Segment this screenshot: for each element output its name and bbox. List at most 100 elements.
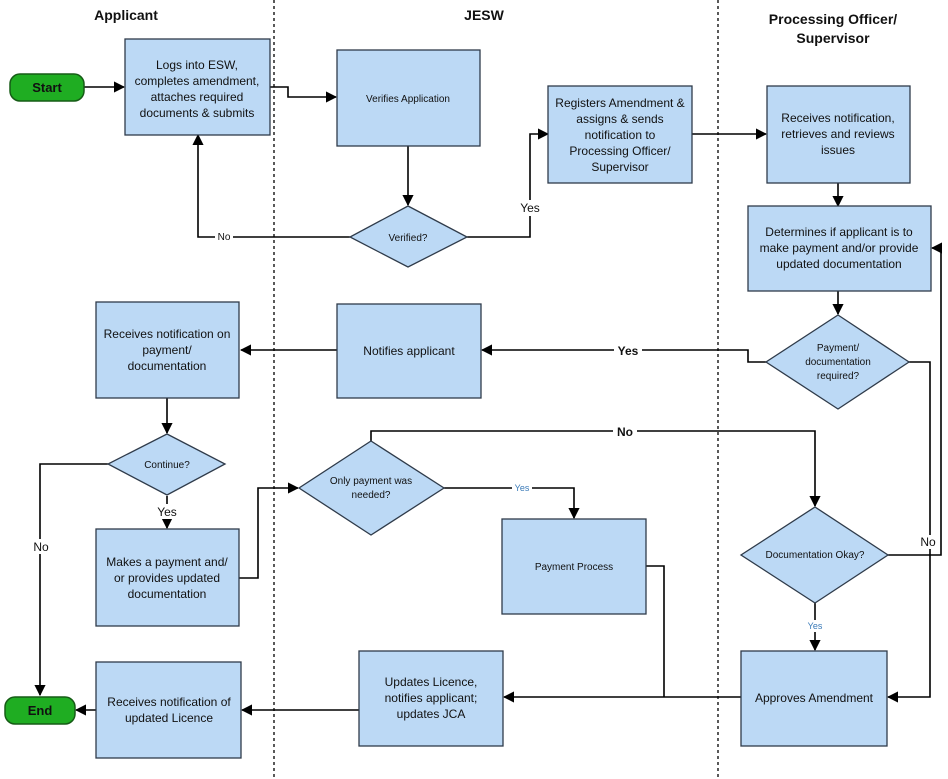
process-registers-amendment-label-line: Supervisor [591,160,648,174]
edge-label-payment-required-yes: Yes [618,344,639,358]
edge-label-bg [154,504,180,519]
process-registers-amendment-label-line: notification to [585,128,656,142]
process-logs-into-esw [124,38,271,136]
start-terminal-label: Start [32,80,62,95]
edge-label-continue-no: No [33,540,49,554]
edge-label-documentation-yes: Yes [808,621,823,631]
process-updates-licence-label-line: updates JCA [397,707,466,721]
edge-label-documentation-no: No [920,535,936,549]
process-logs-into-esw-label-line: completes amendment, [135,74,260,88]
edge-label-bg [805,620,825,632]
decision-continue-label: Continue? [144,460,190,471]
edge-label-verified-yes: Yes [520,201,540,215]
process-makes-payment-label-line: documentation [128,587,207,601]
edge-label-bg [512,482,532,494]
process-determines-payment-label: Determines if applicant is to make paymen… [760,225,919,271]
edge-onlypay-yes-to-paymentprocess [444,487,580,520]
decision-verified-label: Verified? [389,233,428,244]
process-receives-notification-reviews [766,85,911,184]
decision-payment-required-label-line: Payment/ [817,343,859,354]
process-registers-amendment [547,85,693,184]
process-updates-licence-label-line: Updates Licence, [385,675,478,689]
process-receives-notification-reviews-label-line: retrieves and reviews [781,127,894,141]
edge-verified-yes-to-registers [467,128,550,238]
edge-onlypay-no-to-docokay [370,430,821,508]
decision-verified [348,205,469,268]
process-verifies-application-label: Verifies Application [366,94,450,105]
process-receives-notification-payment [95,301,240,399]
edge-label-bg [614,343,642,358]
process-makes-payment-label-line: Makes a payment and/ [106,555,228,569]
decision-payment-required-label: Payment/documentation required? [805,343,871,382]
process-logs-into-esw-label-line: Logs into ESW, [156,58,238,72]
process-determines-payment-label-line: updated documentation [776,257,901,271]
decision-documentation-okay-label-line: Documentation Okay? [766,550,865,561]
process-determines-payment-label-line: make payment and/or provide [760,241,919,255]
edge-makes-to-onlypay [239,482,300,579]
process-receives-notification-licence-label-line: Receives notification of [107,695,231,709]
process-updates-licence-label-line: notifies applicant; [385,691,478,705]
decision-continue-label-line: Continue? [144,460,190,471]
process-logs-into-esw-label-line: documents & submits [140,106,255,120]
process-receives-notification-licence [95,661,242,759]
process-payment-process [501,518,647,615]
process-makes-payment [95,528,240,627]
process-determines-payment-label-line: Determines if applicant is to [765,225,913,239]
process-updates-licence [358,650,504,747]
process-receives-notification-payment-label-line: Receives notification on [104,327,231,341]
process-registers-amendment-label-line: assigns & sends [576,112,663,126]
process-registers-amendment-label: Registers Amendment & assigns & sends noti… [555,96,684,174]
start-terminal [9,73,85,102]
edge-paymentprocess-to-updates [646,565,665,697]
end-terminal-label: End [28,703,53,718]
decision-only-payment-label-line: Only payment was [330,476,412,487]
edge-label-bg [516,200,544,216]
decision-payment-required-label-line: documentation [805,357,871,368]
process-receives-notification-licence-label: Receives notification of updated Licence [107,695,231,725]
process-verifies-application-label-line: Verifies Application [366,94,450,105]
process-receives-notification-licence-label-line: updated Licence [125,711,213,725]
decision-documentation-okay [739,506,890,604]
decision-documentation-okay-label: Documentation Okay? [766,550,865,561]
process-payment-process-label-line: Payment Process [535,562,613,573]
process-notifies-applicant [336,303,482,399]
edge-label-bg [613,424,637,438]
process-makes-payment-label: Makes a payment and/or provides updated d… [106,555,228,601]
edge-label-only-payment-no: No [617,425,633,439]
decision-payment-required-label-line: required? [817,371,860,382]
edge-payreq-no-to-approves [886,361,931,703]
decision-verified-label-line: Verified? [389,233,428,244]
decision-only-payment-label: Only payment was needed? [330,476,412,501]
decision-payment-required [764,314,911,410]
process-payment-process-label: Payment Process [535,562,613,573]
edge-verified-no-to-logs [192,133,350,238]
edge-label-bg [30,539,52,554]
process-makes-payment-label-line: or provides updated [114,571,220,585]
edge-label-bg [917,535,939,549]
decision-continue [106,433,227,496]
process-determines-payment [747,205,932,292]
lane-header-officer-line1: Processing Officer/ [769,11,897,27]
process-receives-notification-payment-label-line: payment/ [142,343,192,357]
process-receives-notification-reviews-label: Receives notification, retrieves and revi… [781,111,894,157]
end-terminal [4,696,76,725]
lane-header-officer-line2: Supervisor [796,30,870,46]
edge-docokay-no-to-determines [888,242,943,556]
edge-label-bg [215,230,233,243]
process-receives-notification-reviews-label-line: issues [821,143,855,157]
process-registers-amendment-label-line: Registers Amendment & [555,96,684,110]
process-notifies-applicant-label: Notifies applicant [363,344,455,358]
decision-only-payment [297,440,446,536]
process-verifies-application [336,49,481,147]
lane-header-jesw: JESW [464,7,504,23]
process-notifies-applicant-label-line: Notifies applicant [363,344,455,358]
lane-header-applicant: Applicant [94,7,158,23]
process-approves-amendment-label: Approves Amendment [755,691,874,705]
process-logs-into-esw-label: Logs into ESW,completes amendment,attach… [135,58,260,120]
decision-only-payment-label-line: needed? [352,490,391,501]
process-receives-notification-reviews-label-line: Receives notification, [781,111,894,125]
edge-label-only-payment-yes: Yes [515,483,530,493]
edge-continue-no-to-end [34,463,108,697]
